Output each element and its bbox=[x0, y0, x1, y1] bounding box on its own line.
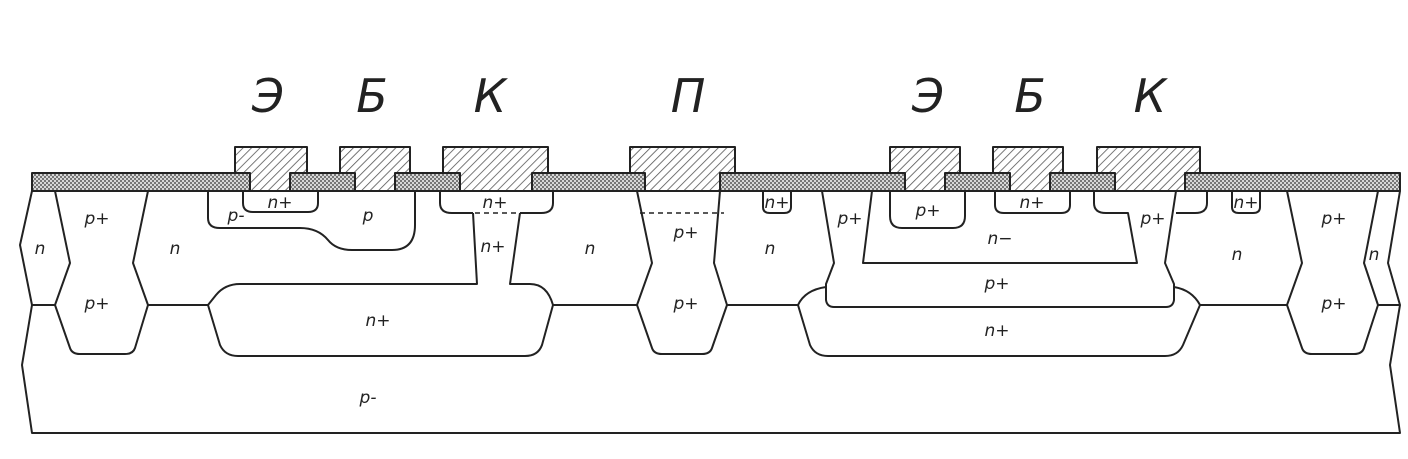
nminus-region bbox=[862, 190, 1208, 264]
base-left bbox=[207, 191, 416, 251]
oxide-segment bbox=[31, 172, 251, 192]
oxide-segment bbox=[289, 172, 356, 192]
terminal-base-1: Б bbox=[356, 69, 388, 123]
contact-nplus-right-1 bbox=[762, 191, 792, 214]
region-label: n bbox=[170, 239, 181, 259]
isolation-middle bbox=[636, 190, 728, 355]
terminal-collector-1: К bbox=[474, 69, 509, 123]
base-nplus-right bbox=[994, 191, 1071, 214]
region-label: p+ bbox=[1320, 294, 1346, 314]
region-label: n+ bbox=[365, 311, 390, 331]
contact-nplus-right-2 bbox=[1231, 191, 1261, 214]
region-label: p bbox=[362, 206, 374, 226]
region-labels: p+ n n p- n+ p n+ n+ n p+ p+ n+ p+ p- n+… bbox=[35, 193, 1380, 408]
oxide-segment bbox=[1049, 172, 1116, 192]
region-label: p+ bbox=[672, 223, 698, 243]
region-label: p+ bbox=[1320, 209, 1346, 229]
region-label: n+ bbox=[1019, 193, 1044, 213]
junction-lines bbox=[19, 190, 1401, 434]
oxide-layer bbox=[31, 172, 1401, 192]
oxide-segment bbox=[1184, 172, 1401, 192]
region-label: p- bbox=[359, 388, 377, 408]
region-label: p+ bbox=[1139, 209, 1165, 229]
isolation-left bbox=[54, 190, 149, 355]
region-label: p+ bbox=[672, 294, 698, 314]
region-label: p- bbox=[227, 206, 245, 226]
region-label: n+ bbox=[482, 193, 507, 213]
oxide-segment bbox=[719, 172, 906, 192]
substrate-outline bbox=[19, 190, 1401, 434]
metal-contact bbox=[629, 146, 736, 192]
base-ring-pplus bbox=[821, 190, 1177, 308]
terminal-emitter-2: Э bbox=[911, 69, 944, 123]
region-label: p+ bbox=[83, 294, 109, 314]
region-label: n+ bbox=[480, 237, 505, 257]
region-label: p+ bbox=[914, 201, 940, 221]
terminal-base-2: Б bbox=[1014, 69, 1046, 123]
region-label: p+ bbox=[83, 209, 109, 229]
region-label: n bbox=[35, 239, 46, 259]
region-label: n+ bbox=[984, 321, 1009, 341]
oxide-segment bbox=[531, 172, 646, 192]
region-label: p+ bbox=[983, 274, 1009, 294]
isolation-right bbox=[1286, 190, 1379, 355]
region-label: n bbox=[1232, 245, 1243, 265]
terminal-substrate: П bbox=[671, 69, 706, 123]
sinker-left bbox=[207, 212, 554, 357]
oxide-segment bbox=[394, 172, 461, 192]
emitter-left bbox=[242, 191, 319, 213]
terminal-emitter-1: Э bbox=[251, 69, 284, 123]
buried-nplus-right bbox=[797, 286, 1201, 357]
terminal-labels: Э Б К П Э Б К bbox=[251, 69, 1169, 123]
region-label: n bbox=[1369, 245, 1380, 265]
region-label: p+ bbox=[836, 209, 862, 229]
region-label: n bbox=[585, 239, 596, 259]
region-label: n bbox=[765, 239, 776, 259]
region-label: n+ bbox=[1233, 193, 1258, 213]
region-label: n+ bbox=[267, 193, 292, 213]
metal-contact bbox=[442, 146, 549, 192]
oxide-segment bbox=[944, 172, 1011, 192]
region-label: n− bbox=[987, 229, 1012, 249]
emitter-pplus-right bbox=[889, 191, 966, 229]
collector-contact-left bbox=[439, 191, 554, 214]
region-label: n+ bbox=[764, 193, 789, 213]
terminal-collector-2: К bbox=[1134, 69, 1169, 123]
